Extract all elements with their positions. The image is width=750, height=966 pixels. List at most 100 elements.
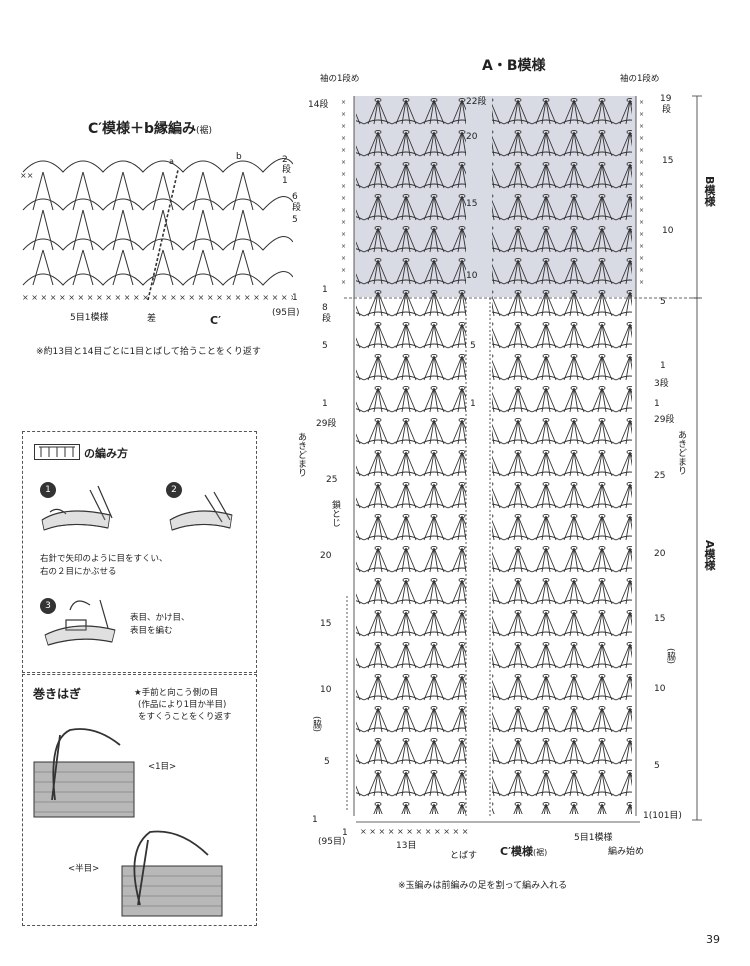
svg-text:× × × × × × × × × × × × × × ×: × × × × × × × × × × × × × × × × × × × × …	[22, 293, 293, 302]
ab-repeat: 5目1模様	[574, 833, 613, 843]
howto-box	[22, 431, 257, 673]
start-label: 編み始め	[608, 847, 645, 857]
side-label-right: (脇)	[665, 648, 675, 665]
svg-text:×: ×	[341, 135, 346, 142]
step12-text-2: 右の２目にかぶせる	[40, 567, 117, 577]
svg-text:×: ×	[639, 99, 644, 106]
inner-row-10: 10	[466, 271, 478, 281]
svg-text:×: ×	[341, 243, 346, 250]
left-row-1c: 1	[312, 815, 318, 825]
svg-text:×: ×	[639, 171, 644, 178]
svg-text:×: ×	[341, 147, 346, 154]
left-row-25: 25	[326, 475, 338, 485]
inner-row-5: 5	[470, 341, 476, 351]
svg-text:×: ×	[639, 207, 644, 214]
inner-row-15: 15	[466, 199, 478, 209]
sleeve-label-left: 袖の1段め	[320, 74, 360, 84]
svg-text:×: ×	[639, 195, 644, 202]
ab-note: ※玉編みは前編みの足を割って編み入れる	[398, 881, 568, 891]
svg-text:×: ×	[341, 159, 346, 166]
inner-row-1: 1	[470, 399, 476, 409]
chart-c-row-dan-1: 段	[282, 165, 292, 175]
left-row-15: 15	[320, 619, 332, 629]
chart-c-title-sub: (裾)	[196, 126, 213, 136]
left-row-20: 20	[320, 551, 332, 561]
svg-text:×: ×	[341, 219, 346, 226]
svg-text:×: ×	[639, 159, 644, 166]
svg-text:×: ×	[639, 219, 644, 226]
makihagi-note-1: ★手前と向こう側の目	[134, 688, 219, 698]
cprime-bottom-sub: (裾)	[532, 848, 548, 857]
chart-c-row-5: 5	[292, 215, 298, 225]
svg-text:×: ×	[341, 99, 346, 106]
step2-badge: 2	[166, 482, 182, 498]
svg-text:×: ×	[341, 231, 346, 238]
svg-text:×: ×	[341, 279, 346, 286]
chart-c-label-b: b	[236, 152, 242, 162]
right-row-dan: 段	[662, 105, 672, 115]
b-pattern-area	[354, 96, 636, 297]
chart-ab-title: A・B模様	[482, 58, 546, 74]
right-row-5: 5	[660, 297, 666, 307]
right-row-15b: 15	[654, 614, 666, 624]
chart-c-repeat: 5目1模様	[70, 313, 109, 323]
right-row-10b: 10	[654, 684, 666, 694]
right-row-1b: 1	[654, 399, 660, 409]
chart-c-stitches: (95目)	[272, 308, 300, 318]
makihagi-title: 巻きはぎ	[33, 687, 82, 701]
step1-badge: 1	[40, 482, 56, 498]
a-pattern-label: A模様	[703, 540, 716, 571]
symbol-icon	[34, 444, 80, 460]
count-13: 13目	[396, 841, 417, 851]
left-row-1a: 1	[322, 399, 328, 409]
svg-text:×: ×	[341, 267, 346, 274]
right-row-10: 10	[662, 226, 674, 236]
skip-label: とばす	[450, 851, 478, 861]
svg-text:×: ×	[341, 207, 346, 214]
svg-text:×: ×	[639, 231, 644, 238]
chart-c-row-1a: 1	[282, 176, 288, 186]
svg-text:×: ×	[639, 279, 644, 286]
right-row-3: 3段	[654, 379, 669, 389]
makihagi-box	[22, 674, 257, 926]
cprime-bottom: C′模様(裾)	[500, 843, 547, 859]
page-number: 39	[706, 933, 720, 946]
howto-title: の編み方	[84, 447, 128, 460]
chart-c-title: C′模様＋b縁編み(裾)	[88, 118, 212, 138]
svg-text:××: ××	[20, 171, 33, 180]
left-row-5b: 5	[324, 757, 330, 767]
svg-text:×: ×	[341, 183, 346, 190]
makihagi-note-2: (作品により1目か半目)	[138, 700, 227, 710]
chart-c-label-a: a	[169, 157, 174, 166]
side-label-left: (脇)	[311, 716, 321, 733]
chart-c-row-1b: 1	[292, 293, 298, 303]
chart-c-label-c: C′	[210, 314, 221, 327]
right-row-5b: 5	[654, 761, 660, 771]
chart-c-note: ※約13目と14目ごとに1目とばして拾うことをくり返す	[36, 347, 261, 357]
svg-text:×: ×	[639, 255, 644, 262]
svg-text:×: ×	[639, 123, 644, 130]
akidomari-left: あきどまり	[296, 432, 306, 477]
chart-c-row-2: 2	[282, 155, 288, 165]
inner-row-22: 22段	[466, 97, 487, 107]
makihagi-note-3: をすくうことをくり返す	[138, 712, 232, 722]
cprime-bottom-text: C′模様	[500, 845, 533, 858]
symbol-glyph	[39, 446, 75, 457]
makihagi-one: <1目>	[148, 762, 177, 772]
makihagi-half: <半目>	[68, 864, 100, 874]
step3-text-2: 表目を編む	[130, 626, 173, 636]
svg-text:×: ×	[341, 195, 346, 202]
step3-badge: 3	[40, 598, 56, 614]
left-row-14: 14段	[308, 100, 329, 110]
svg-text:×: ×	[341, 123, 346, 130]
left-row-10: 10	[320, 685, 332, 695]
sleeve-label-right: 袖の1段め	[620, 74, 660, 84]
svg-text:×: ×	[639, 147, 644, 154]
step12-text-1: 右針で矢印のように目をすくい、	[40, 554, 168, 564]
svg-text:× × × × × × × × × × × ×: × × × × × × × × × × × ×	[360, 827, 468, 836]
svg-text:×: ×	[341, 255, 346, 262]
svg-text:×: ×	[639, 267, 644, 274]
chart-c-title-text: C′模様＋b縁編み	[88, 121, 196, 137]
chart-c-row-dan-2: 段	[292, 203, 302, 213]
left-row-8: 8	[322, 303, 328, 313]
